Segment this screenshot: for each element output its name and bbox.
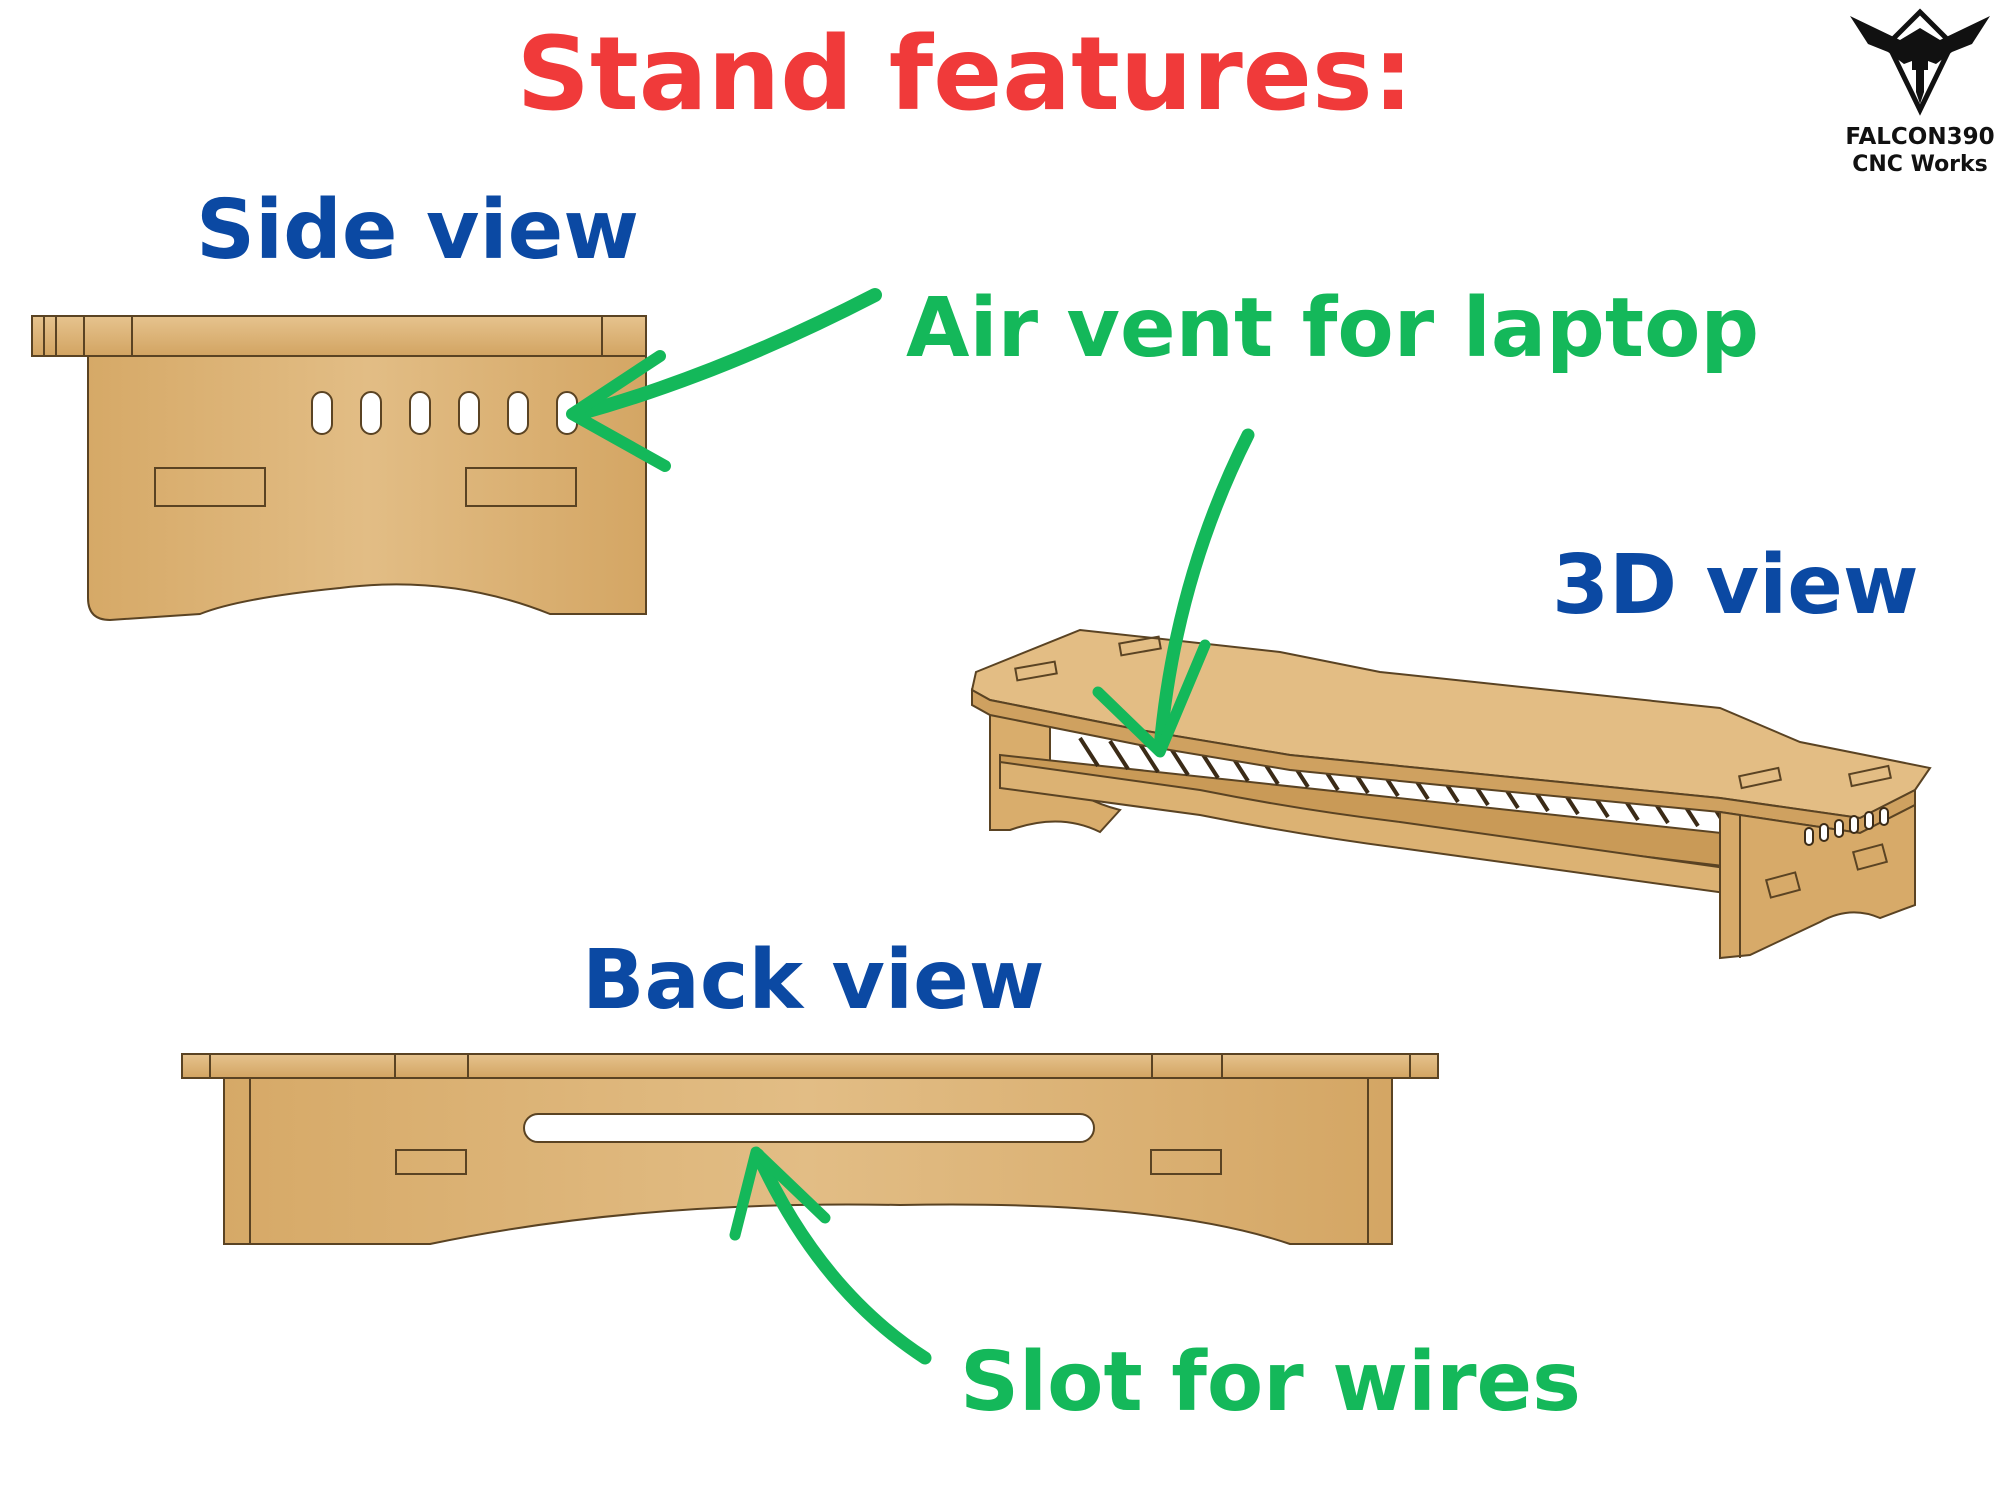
wire-slot-callout: Slot for wires bbox=[960, 1335, 1581, 1430]
back-view-label: Back view bbox=[582, 933, 1045, 1028]
wire-slot bbox=[523, 1113, 1095, 1143]
logo-line1: FALCON390 bbox=[1845, 124, 1995, 150]
air-vent-arrow-3d bbox=[1092, 428, 1255, 758]
falcon-emblem-icon bbox=[1850, 8, 1990, 116]
logo-line2: CNC Works bbox=[1852, 152, 1988, 177]
air-vent-arrow-side bbox=[566, 288, 882, 472]
3d-view-label: 3D view bbox=[1552, 538, 1919, 633]
slot-arrow bbox=[729, 1146, 932, 1365]
side-view-label: Side view bbox=[196, 183, 639, 278]
back-view-drawing bbox=[181, 1053, 1439, 1245]
air-vent-slots bbox=[311, 391, 578, 435]
brand-logo: FALCON390 CNC Works bbox=[1840, 0, 2000, 180]
air-vent-callout: Air vent for laptop bbox=[906, 281, 1760, 376]
page-title: Stand features: bbox=[516, 15, 1414, 134]
3d-view-drawing bbox=[970, 628, 1932, 960]
side-view-drawing bbox=[31, 315, 647, 622]
